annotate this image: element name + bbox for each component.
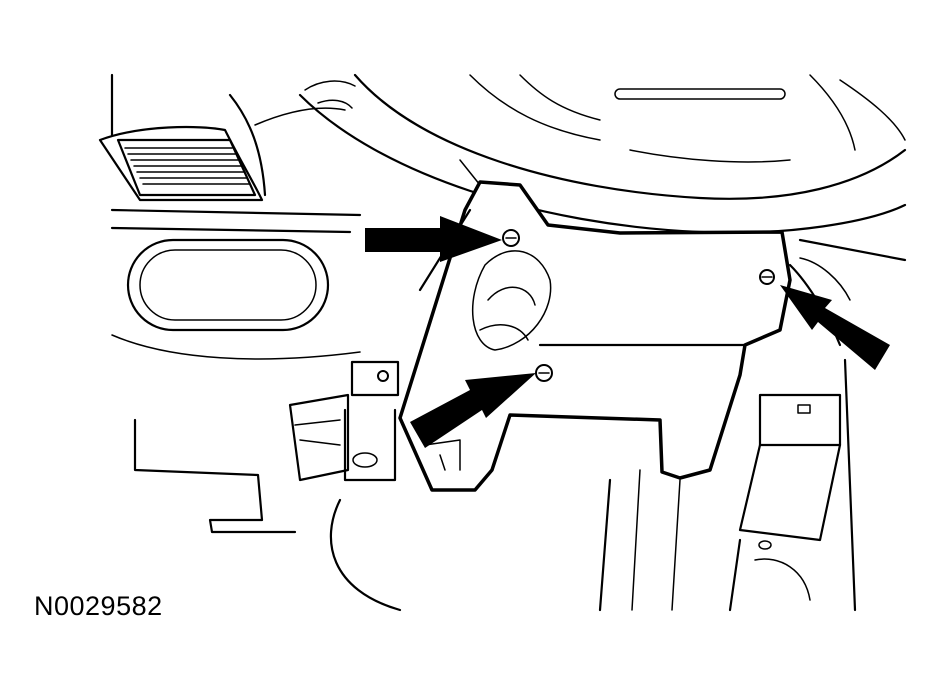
screw-heads [502, 229, 775, 382]
figure-id-label: N0029582 [34, 591, 163, 621]
right-side-trim [598, 238, 907, 612]
oval-opening [111, 238, 361, 360]
arrow-icon [780, 285, 890, 370]
lower-left-trim [133, 360, 402, 612]
dashboard-outline [98, 73, 481, 234]
steering-column-cover [398, 180, 792, 492]
callout-arrows [365, 216, 890, 448]
steering-wheel [298, 73, 907, 234]
arrow-icon [410, 373, 536, 448]
air-vent [116, 138, 257, 197]
arrow-icon [365, 216, 502, 262]
